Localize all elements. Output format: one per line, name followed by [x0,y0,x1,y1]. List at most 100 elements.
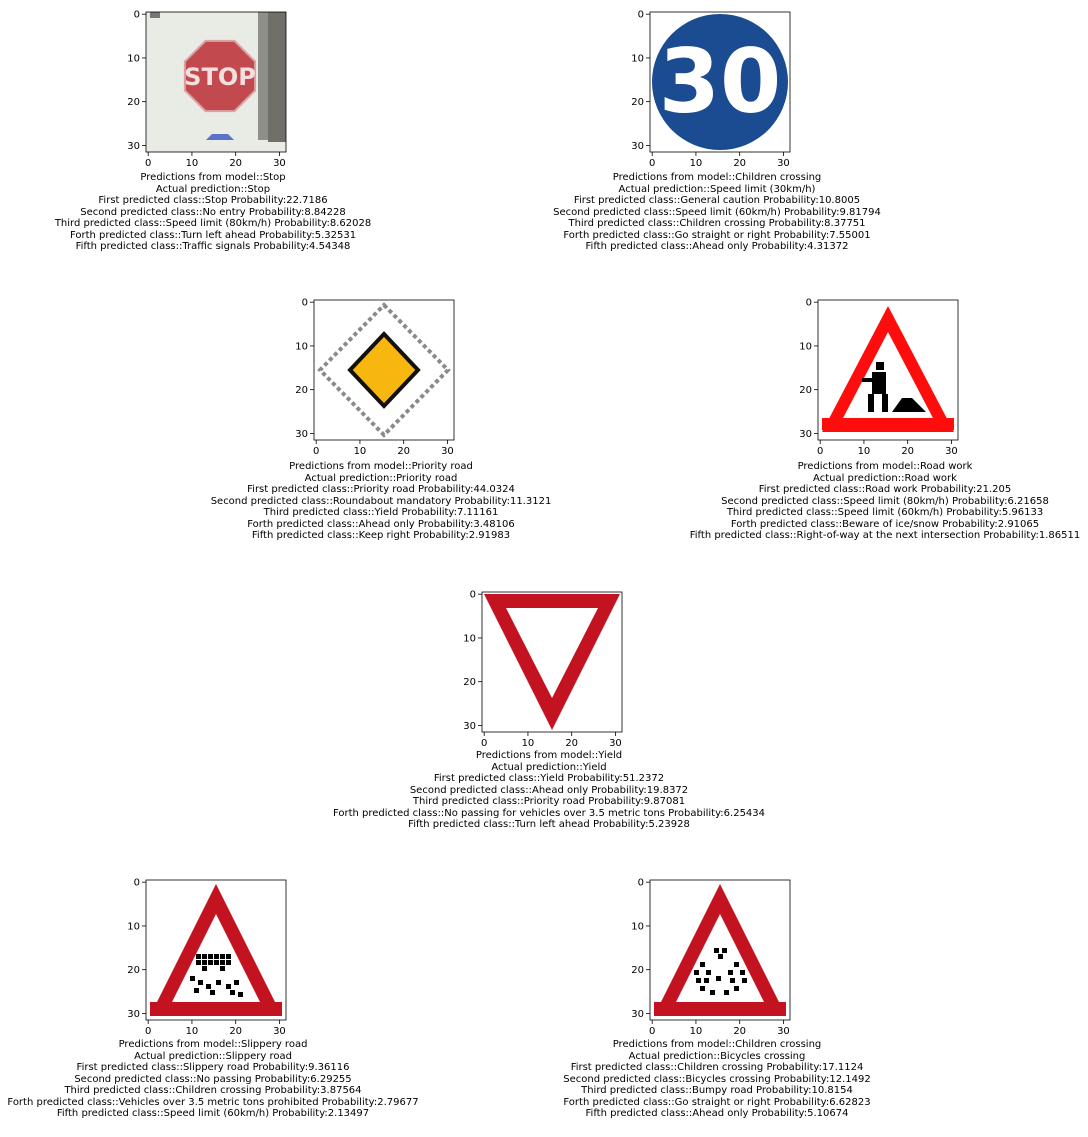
y-tick-label: 0 [638,878,644,889]
caption-line: Predictions from model::Road work [797,461,973,472]
caption-line: First predicted class::Stop Probability:… [98,195,328,206]
caption-line: Fifth predicted class::Keep right Probab… [251,530,511,541]
caption-line: Actual prediction::Speed limit (30km/h) [618,183,816,195]
y-tick-label: 10 [631,53,644,64]
y-tick-label: 10 [295,341,308,352]
sign-stop: STOP [146,12,286,152]
y-tick-label: 30 [631,1009,644,1020]
axes-frame [145,11,287,153]
caption-road-work: Predictions from model::Road work Actual… [690,461,1081,542]
caption-line: Forth predicted class::Go straight or ri… [563,1096,871,1108]
y-tick-label: 10 [127,53,140,64]
caption-line: Predictions from model::Priority road [289,461,473,472]
caption-line: Actual prediction::Road work [813,472,957,484]
axes-frame [649,879,791,1021]
caption-line: Actual prediction::Priority road [304,472,458,484]
axes-frame [817,299,959,441]
caption-line: Forth predicted class::Beware of ice/sno… [730,518,1040,530]
x-tick-label: 30 [273,1026,286,1037]
caption-line: Second predicted class::Roundabout manda… [210,495,552,507]
x-tick-label: 20 [565,738,578,749]
bicycle-pictogram [694,948,747,995]
x-tick-label: 30 [609,738,622,749]
x-tick-label: 20 [229,158,242,169]
caption-stop: Predictions from model::Stop Actual pred… [55,172,371,253]
caption-line: Predictions from model::Children crossin… [612,1039,822,1050]
x-tick-label: 10 [186,1026,199,1037]
caption-line: Third predicted class::Yield Probability… [263,507,499,518]
photo-sign-marker [206,134,234,140]
caption-line: Predictions from model::Stop [140,172,286,183]
caption-line: Second predicted class::Bicycles crossin… [563,1073,871,1085]
caption-line: Forth predicted class::No passing for ve… [332,807,766,819]
x-tick-label: 0 [481,738,487,749]
caption-line: Forth predicted class::Go straight or ri… [563,229,871,241]
x-tick-label: 10 [690,158,703,169]
caption-slippery-road: Predictions from model::Slippery road Ac… [7,1039,418,1120]
stop-sign-text: STOP [184,63,256,91]
caption-line: Forth predicted class::Turn left ahead P… [69,229,357,241]
y-tick-label: 20 [127,97,140,108]
caption-line: Fifth predicted class::Speed limit (60km… [56,1108,370,1119]
x-tick-label: 30 [945,446,958,457]
caption-line: Fifth predicted class::Ahead only Probab… [585,1108,849,1119]
x-tick-label: 30 [777,158,790,169]
y-tick-label: 0 [470,590,476,601]
axes-frame [313,299,455,441]
caption-line: First predicted class::Yield Probability… [433,773,665,784]
caption-line: Third predicted class::Bumpy road Probab… [581,1085,853,1096]
axes-frame [649,11,791,153]
worker-pictogram [862,362,926,412]
sign-bicycles-crossing [654,884,786,1016]
y-tick-label: 30 [631,141,644,152]
x-tick-label: 20 [229,1026,242,1037]
caption-line: Second predicted class::No passing Proba… [74,1073,352,1085]
y-tick-label: 10 [631,921,644,932]
caption-line: Third predicted class::Speed limit (80km… [54,218,372,229]
caption-bicycles-crossing: Predictions from model::Children crossin… [563,1039,870,1120]
x-tick-label: 10 [186,158,199,169]
caption-line: Second predicted class::No entry Probabi… [80,206,346,218]
x-tick-label: 20 [733,158,746,169]
caption-line: Fifth predicted class::Turn left ahead P… [408,819,690,830]
sign-priority-road [317,302,451,438]
x-tick-label: 30 [777,1026,790,1037]
caption-line: Predictions from model::Yield [475,750,623,761]
y-tick-label: 20 [295,385,308,396]
x-tick-label: 0 [817,446,823,457]
x-tick-label: 0 [145,158,151,169]
x-tick-label: 10 [858,446,871,457]
sign-road-work [822,306,954,432]
stop-octagon [183,39,257,113]
caption-line: Forth predicted class::Ahead only Probab… [247,518,515,530]
caption-line: Actual prediction::Bicycles crossing [628,1050,806,1062]
axes-frame [481,591,623,733]
caption-line: Third predicted class::Speed limit (60km… [726,507,1044,518]
caption-line: First predicted class::General caution P… [573,195,861,206]
car-skid-pictogram [190,954,243,997]
axes-frame [145,879,287,1021]
caption-line: Fifth predicted class::Ahead only Probab… [585,241,849,252]
x-tick-label: 20 [901,446,914,457]
x-tick-label: 10 [690,1026,703,1037]
sign-yield [484,594,620,730]
blue-circle [652,14,788,150]
y-tick-label: 30 [127,141,140,152]
y-tick-label: 30 [799,429,812,440]
y-tick-label: 30 [295,429,308,440]
caption-line: Actual prediction::Stop [155,183,271,195]
caption-priority-road: Predictions from model::Priority road Ac… [211,461,552,542]
